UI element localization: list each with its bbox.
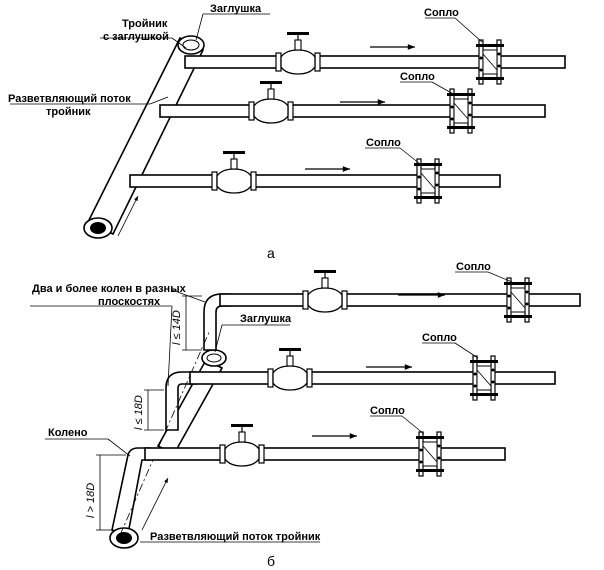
label-tee-with-plug-1: Тройник xyxy=(122,18,168,30)
caption-b: б xyxy=(267,553,275,569)
label-nozzle-b3: Сопло xyxy=(370,405,405,417)
label-nozzle-a1: Сопло xyxy=(424,7,459,19)
caption-a: а xyxy=(267,245,275,261)
diagram-a: Тройник с заглушкой Заглушка Разветвляющ… xyxy=(8,3,566,261)
label-nozzle-b1: Сопло xyxy=(456,261,491,273)
label-branching-tee-b: Разветвляющий поток тройник xyxy=(150,531,321,543)
label-plug-a: Заглушка xyxy=(210,3,262,15)
label-plug-b: Заглушка xyxy=(240,313,292,325)
dim-l-gt-18d: l > 18D xyxy=(85,483,97,518)
dim-l-le-18d: l ≤ 18D xyxy=(133,395,145,430)
label-nozzle-a2: Сопло xyxy=(400,71,435,83)
label-nozzle-a3: Сопло xyxy=(366,137,401,149)
label-two-elbows-2: плоскостях xyxy=(98,296,161,308)
label-branching-tee-a-1: Разветвляющий поток xyxy=(8,93,131,105)
label-two-elbows-1: Два и более колен в разных xyxy=(32,283,187,295)
label-nozzle-b2: Сопло xyxy=(422,332,457,344)
label-tee-with-plug-2: с заглушкой xyxy=(103,31,169,43)
diagram-b: Два и более колен в разных плоскостях За… xyxy=(30,261,581,569)
dim-l-le-14d: l ≤ 14D xyxy=(171,310,183,345)
label-elbow: Колено xyxy=(48,427,88,439)
label-branching-tee-a-2: тройник xyxy=(46,106,91,118)
